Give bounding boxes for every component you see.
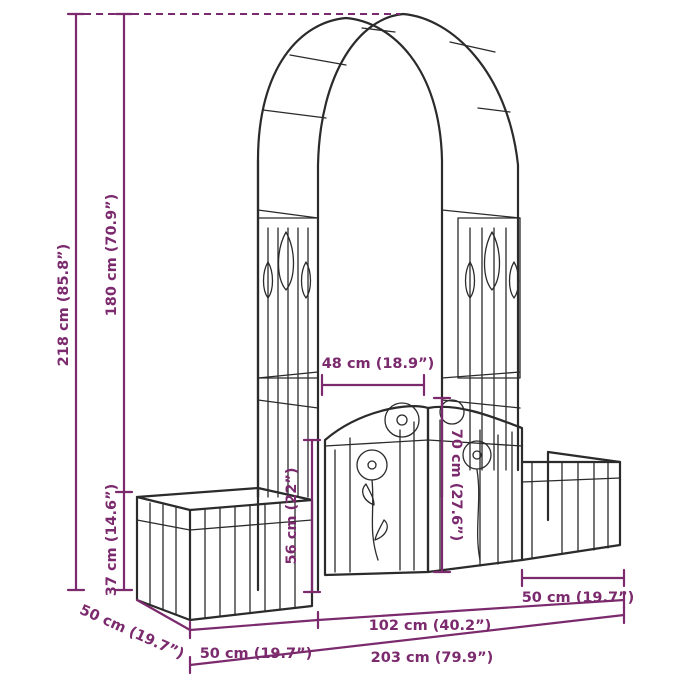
- right-planter-length-label: 50 cm (19.7”): [522, 590, 635, 606]
- gate-width-label: 48 cm (18.9”): [322, 356, 435, 372]
- right-planter: [520, 450, 622, 562]
- center-width-label: 102 cm (40.2”): [369, 618, 492, 634]
- total-width-label: 203 cm (79.9”): [371, 650, 494, 666]
- double-gate: [323, 399, 524, 577]
- dimension-lines: [66, 12, 626, 675]
- left-planter-length-label: 50 cm (19.7”): [200, 646, 313, 662]
- planter-height-label: 37 cm (14.6”): [104, 484, 120, 597]
- dimension-labels: 218 cm (85.8”) 180 cm (70.9”) 37 cm (14.…: [56, 194, 634, 666]
- arch-height-label: 180 cm (70.9”): [104, 194, 120, 317]
- gate-height-label: 70 cm (27.6”): [448, 429, 464, 542]
- total-height-label: 218 cm (85.8”): [56, 244, 72, 367]
- side-height-label: 56 cm (22”): [284, 468, 300, 565]
- arch-frame: [256, 12, 521, 592]
- depth-label: 50 cm (19.7”): [77, 602, 186, 662]
